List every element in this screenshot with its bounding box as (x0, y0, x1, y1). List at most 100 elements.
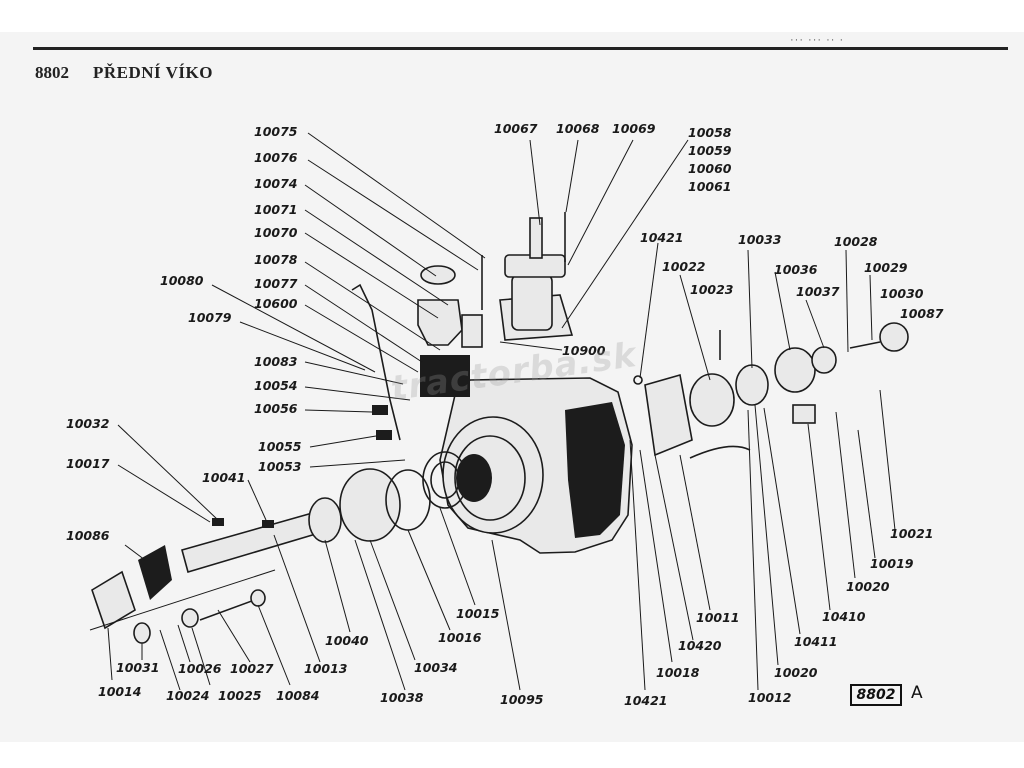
pin-10028 (849, 341, 881, 349)
callout-10023: 10023 (690, 282, 734, 297)
callout-10071: 10071 (254, 202, 298, 217)
callout-10070: 10070 (254, 225, 298, 240)
callout-10011: 10011 (696, 610, 740, 625)
callout-10055: 10055 (258, 439, 302, 454)
leader-lines (107, 132, 896, 691)
callout-10078: 10078 (254, 252, 298, 267)
callout-10040: 10040 (325, 633, 369, 648)
mount-block (420, 355, 470, 397)
callout-10012: 10012 (748, 690, 792, 705)
cap-10087 (879, 322, 909, 352)
washer-10026 (181, 608, 199, 628)
bearing-outer (422, 451, 468, 509)
callout-10029: 10029 (864, 260, 908, 275)
callout-10020-lower: 10020 (774, 665, 818, 680)
callout-10087: 10087 (900, 306, 944, 321)
callout-10025: 10025 (218, 688, 262, 703)
callout-10420: 10420 (678, 638, 722, 653)
flange-10011 (644, 373, 693, 457)
callout-10060: 10060 (688, 161, 732, 176)
callout-10016: 10016 (438, 630, 482, 645)
callout-10017: 10017 (66, 456, 110, 471)
callout-10084: 10084 (276, 688, 320, 703)
callout-10077: 10077 (254, 276, 298, 291)
callout-10059: 10059 (688, 143, 732, 158)
callout-10032: 10032 (66, 416, 110, 431)
fitting-10410 (792, 404, 816, 424)
spring-10025 (199, 597, 261, 621)
callout-10028: 10028 (834, 234, 878, 249)
callout-10034: 10034 (414, 660, 458, 675)
gasket-arc-10011 (689, 445, 751, 459)
bearing-inner (430, 461, 460, 499)
callout-10026: 10026 (178, 661, 222, 676)
claw-nut-10014 (91, 570, 136, 630)
callout-10024: 10024 (166, 688, 210, 703)
callout-10086: 10086 (66, 528, 110, 543)
page-title: PŘEDNÍ VÍKO (93, 63, 213, 82)
bearing-10036 (774, 347, 816, 393)
page-number: 8802 (35, 63, 69, 82)
pump-fitting (529, 217, 543, 259)
callout-10076: 10076 (254, 150, 298, 165)
filler-cap (420, 265, 456, 285)
callout-10019: 10019 (870, 556, 914, 571)
callout-10015: 10015 (456, 606, 500, 621)
housing-10022 (689, 373, 735, 427)
callout-10027: 10027 (230, 661, 274, 676)
starter-claw-10086 (138, 545, 172, 600)
bolt-10056 (372, 405, 388, 415)
callout-10054: 10054 (254, 378, 298, 393)
top-margin (0, 0, 1024, 32)
callout-10080: 10080 (160, 273, 204, 288)
callout-10069: 10069 (612, 121, 656, 136)
callout-10013: 10013 (304, 661, 348, 676)
callout-10030: 10030 (880, 286, 924, 301)
drawing-variant-letter: A (911, 683, 923, 703)
parts-artwork (89, 212, 909, 644)
callout-10075: 10075 (254, 124, 298, 139)
callout-10056: 10056 (254, 401, 298, 416)
ring-10033 (735, 364, 769, 406)
shaft-key-10032 (212, 518, 224, 526)
nut-10031 (133, 622, 151, 644)
callout-10058: 10058 (688, 125, 732, 140)
callout-10014: 10014 (98, 684, 142, 699)
callout-10036: 10036 (774, 262, 818, 277)
cap-10084 (250, 589, 266, 607)
callout-10067: 10067 (494, 121, 538, 136)
seal-10040 (308, 497, 342, 543)
callout-10095: 10095 (500, 692, 544, 707)
filler-elbow (417, 299, 463, 346)
callout-10411: 10411 (794, 634, 838, 649)
callout-10079: 10079 (188, 310, 232, 325)
dipstick (351, 283, 401, 441)
callout-10022: 10022 (662, 259, 706, 274)
housing-side-shadow (565, 402, 625, 538)
callout-10061: 10061 (688, 179, 732, 194)
dowel-10421 (633, 375, 643, 385)
callout-10053: 10053 (258, 459, 302, 474)
callout-10900: 10900 (562, 343, 606, 358)
group-bracket (89, 569, 276, 631)
bushing-10037 (811, 346, 837, 374)
housing-bore-inner (454, 435, 526, 521)
callout-10031: 10031 (116, 660, 160, 675)
header-rule (33, 47, 1008, 50)
callout-10021: 10021 (890, 526, 934, 541)
pump-body (511, 274, 553, 331)
callout-10068: 10068 (556, 121, 600, 136)
bottom-margin (0, 742, 1024, 768)
callout-10421-bottom: 10421 (624, 693, 668, 708)
callout-10038: 10038 (380, 690, 424, 705)
shaft-key-10041 (262, 520, 274, 528)
callout-10020-upper: 10020 (846, 579, 890, 594)
callout-10600: 10600 (254, 296, 298, 311)
cut-off-header-text: ··· ··· ·· · (790, 34, 845, 46)
callout-labels: 10075 10076 10074 10071 10070 10078 1007… (66, 121, 944, 708)
callout-10033: 10033 (738, 232, 782, 247)
callout-10083: 10083 (254, 354, 298, 369)
drawing-code-box: 8802 (850, 684, 902, 706)
callout-10041: 10041 (202, 470, 246, 485)
